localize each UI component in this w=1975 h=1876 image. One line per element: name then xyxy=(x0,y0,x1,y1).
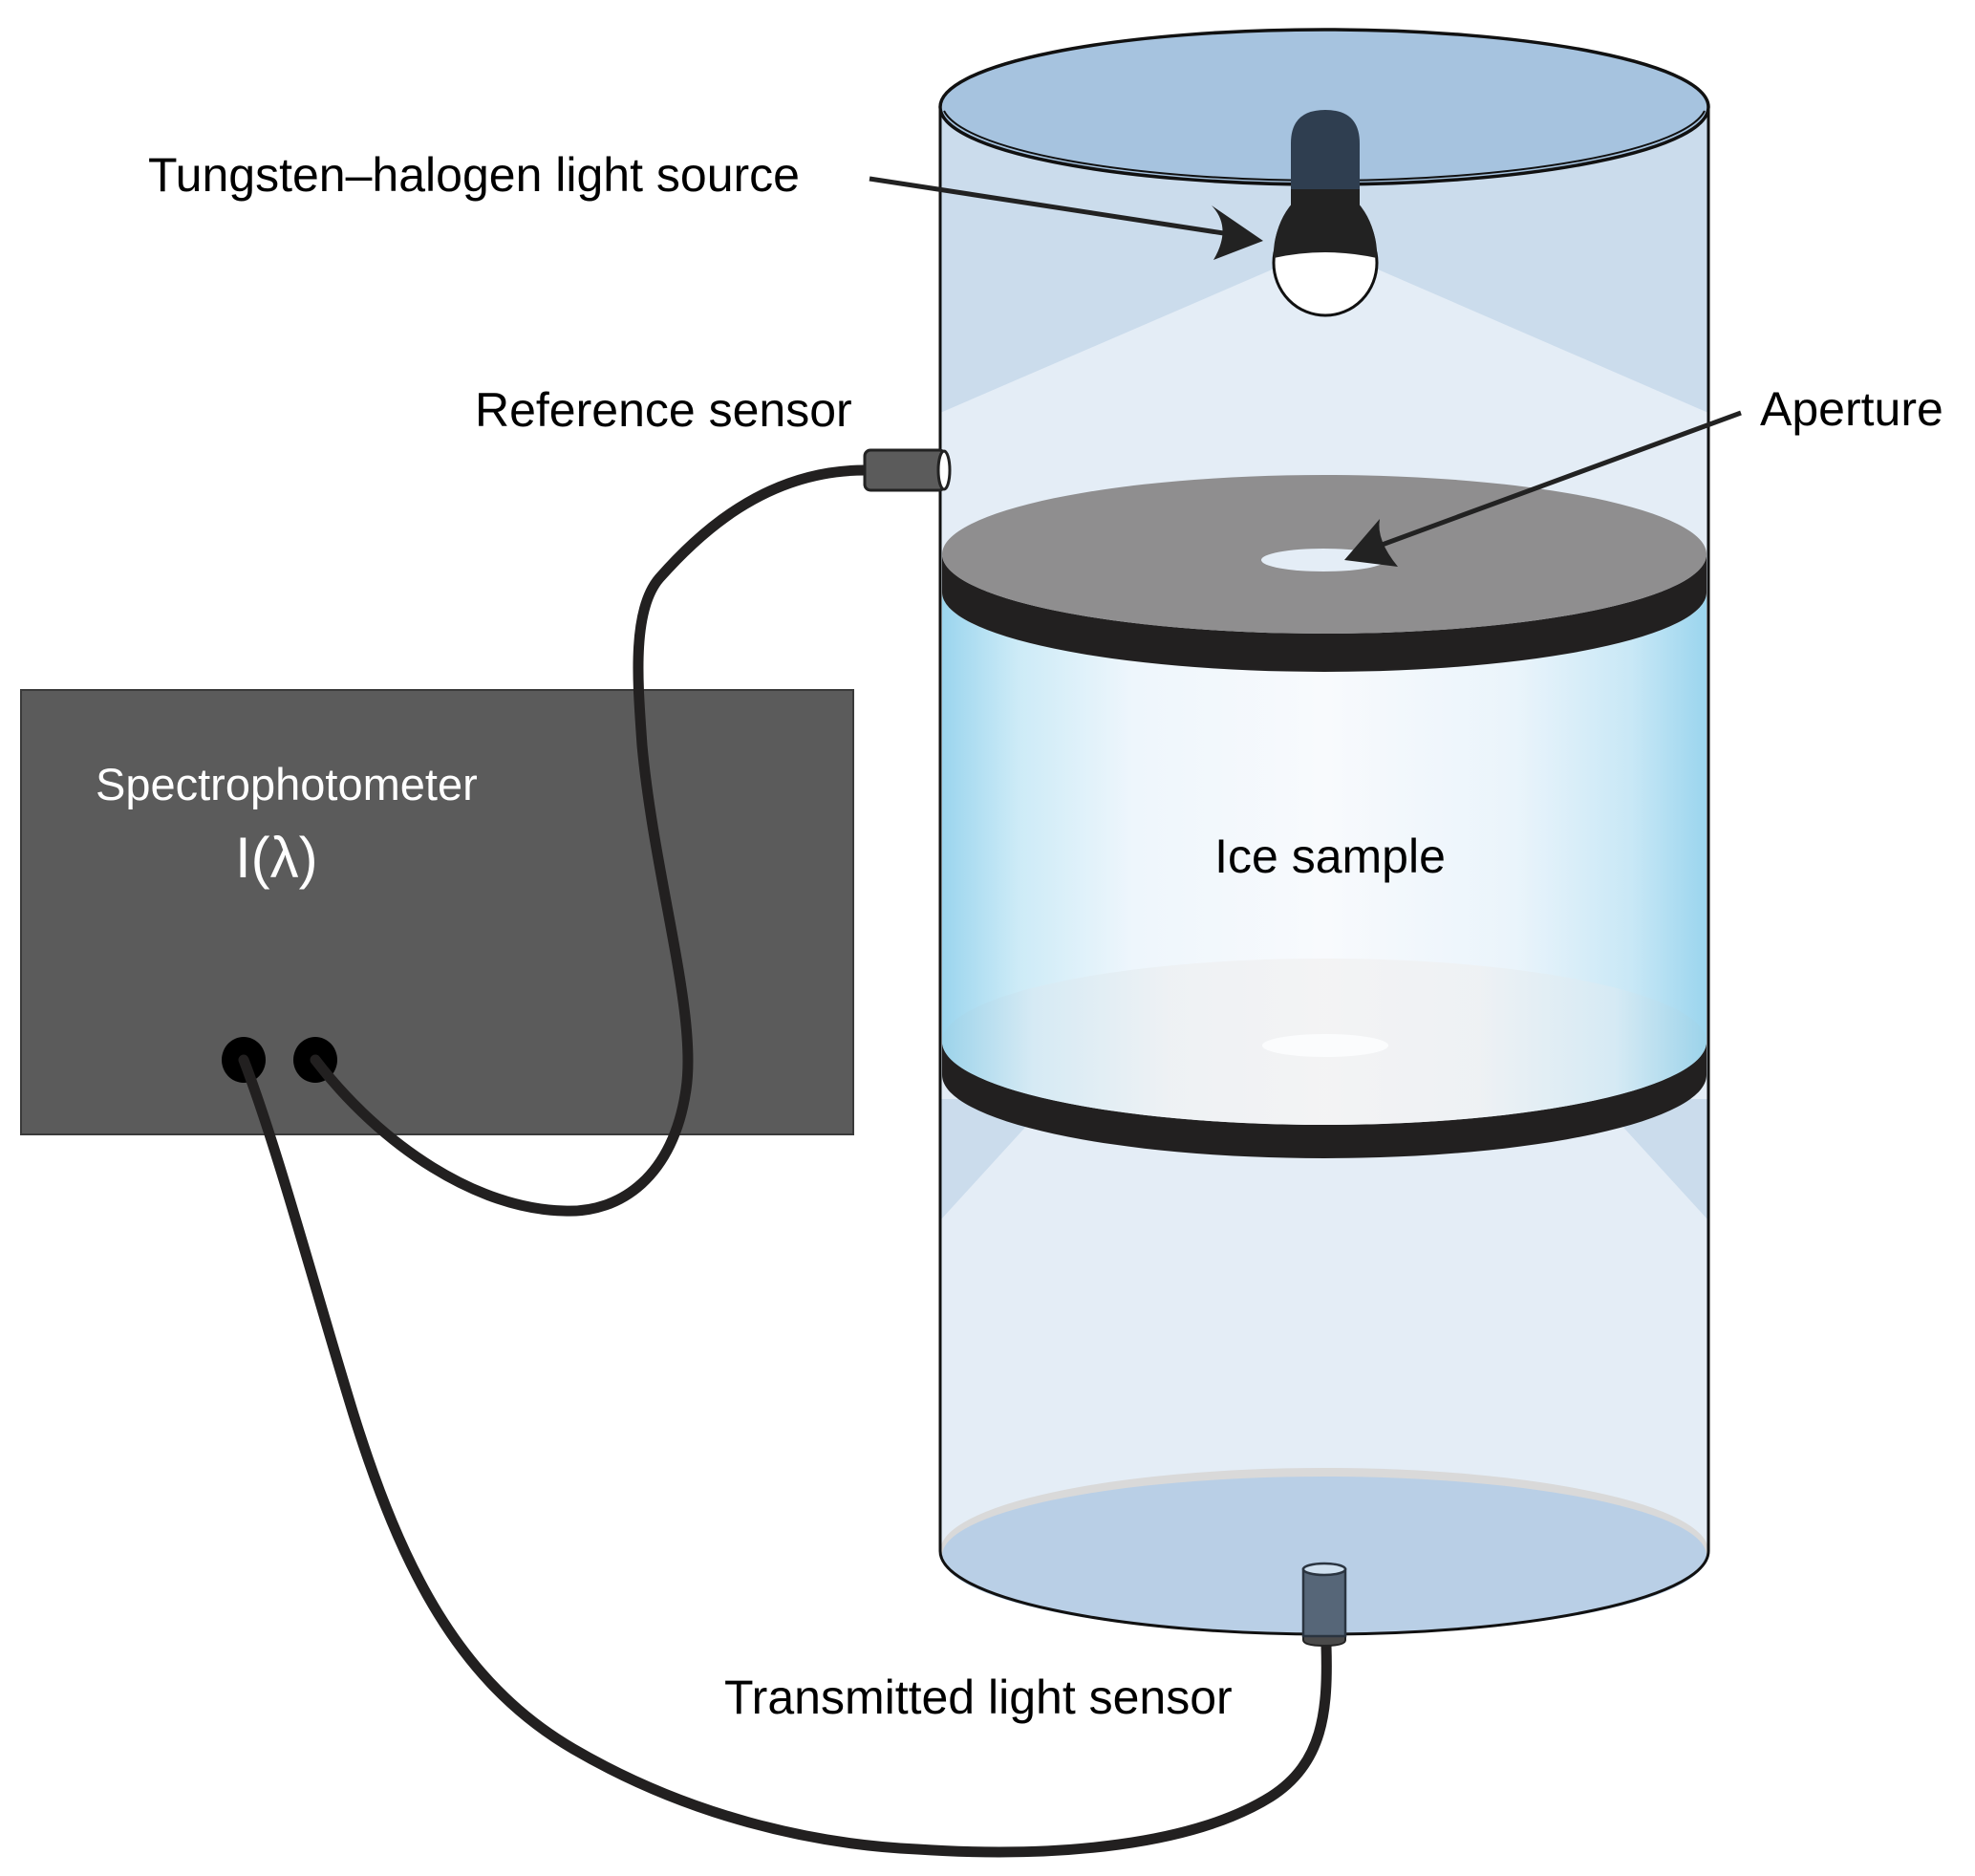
spectrophotometer-box xyxy=(20,689,854,1135)
chamber-shade-lower-right xyxy=(1598,1099,1708,1220)
upper-aperture-plate xyxy=(942,475,1707,672)
spectrophotometer-label: Spectrophotometer xyxy=(96,759,478,809)
bulb-stem xyxy=(1291,110,1360,196)
reference-sensor xyxy=(863,448,952,492)
reference-sensor-label: Reference sensor xyxy=(475,383,852,437)
reference-cable xyxy=(310,464,870,1217)
transmitted-light-sensor xyxy=(1301,1562,1347,1648)
light-source-label: Tungsten–halogen light source xyxy=(148,148,800,202)
bulb-cap xyxy=(1274,203,1377,258)
lower-aperture-hole xyxy=(1262,1034,1388,1057)
lower-plate-rim xyxy=(942,1042,1707,1158)
transmitted-cable xyxy=(238,1054,1332,1858)
aperture-arrow xyxy=(1344,410,1742,567)
ice-sample-label: Ice sample xyxy=(1214,830,1446,883)
intensity-label: I(λ) xyxy=(235,826,318,890)
chamber-bottom-face xyxy=(942,1477,1707,1635)
reference-sensor-body xyxy=(863,448,947,492)
aperture-label: Aperture xyxy=(1760,382,1943,436)
spectrophotometer: Spectrophotometer I(λ) xyxy=(20,689,854,1135)
transmitted-sensor-label: Transmitted light sensor xyxy=(724,1671,1233,1724)
chamber-shade-lower-left xyxy=(940,1099,1051,1220)
bulb-icon xyxy=(1272,110,1379,317)
ice-sample xyxy=(942,593,1707,1158)
upper-plate-rim xyxy=(942,554,1707,672)
chamber-shade-upper xyxy=(940,107,1708,413)
transmitted-sensor-lens xyxy=(1301,1562,1347,1577)
transmitted-sensor-body xyxy=(1301,1567,1347,1638)
light-source-arrow xyxy=(869,176,1263,260)
reference-sensor-lens xyxy=(936,449,952,491)
